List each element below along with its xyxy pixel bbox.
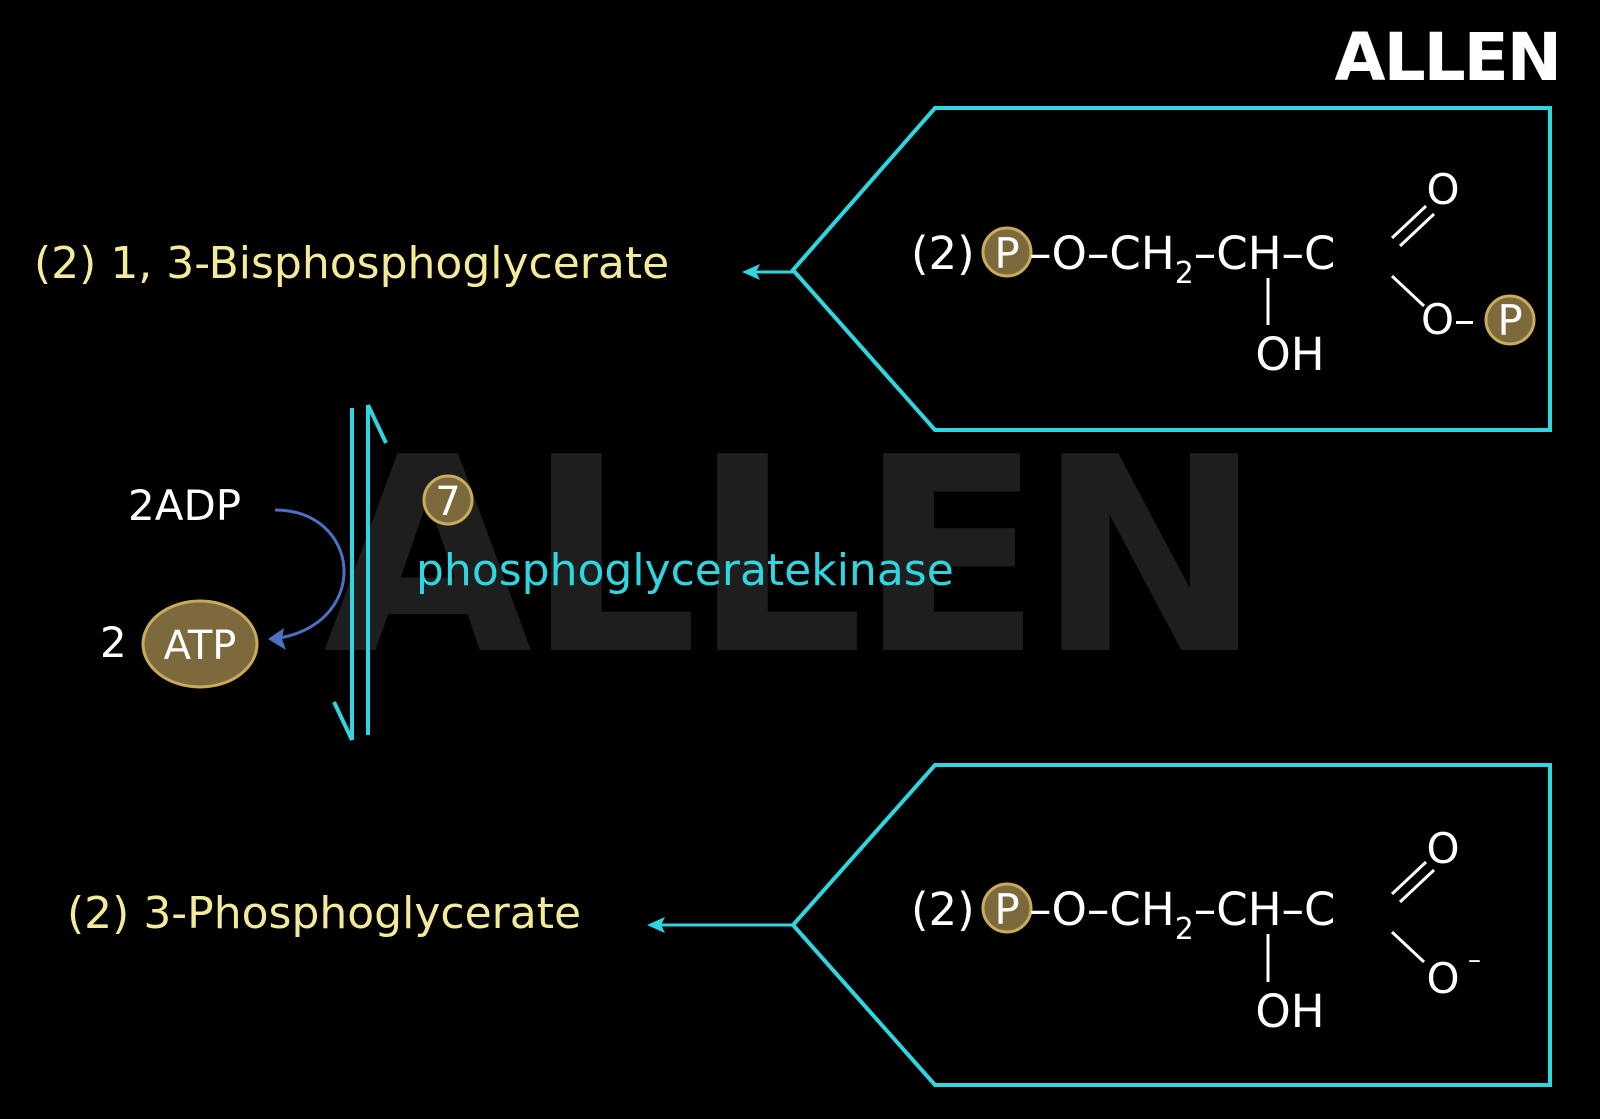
bottom-oh: OH [1255, 985, 1324, 1038]
bottom-single-bond [1390, 930, 1426, 964]
atp-ellipse [141, 599, 259, 689]
reverse-arrow-barb [366, 404, 388, 444]
top-structure-box [742, 106, 1552, 432]
bottom-structure: (2) P –O–CH2–CH–C OH O O – [911, 824, 1481, 1038]
top-ester-o: O– [1421, 295, 1475, 344]
reaction-arrows [332, 404, 388, 741]
top-double-bond-1 [1390, 204, 1428, 240]
product-atp: ATP [164, 623, 237, 669]
top-double-bond-2 [1398, 212, 1436, 248]
enzyme-name: phosphoglyceratekinase [416, 545, 954, 596]
adp-atp-curved-arrow [274, 508, 346, 640]
top-carbonyl-o: O [1426, 165, 1459, 214]
top-phosphate-label: P [994, 229, 1019, 278]
top-coefficient: (2) [911, 227, 975, 280]
bottom-phosphate-label: P [994, 885, 1019, 934]
top-single-bond [1390, 274, 1426, 308]
top-oh: OH [1255, 328, 1324, 381]
adp-atp-arrow-head [268, 628, 286, 650]
allen-logo: ALLEN [1334, 19, 1560, 96]
bottom-phosphate-circle [981, 882, 1033, 934]
watermark: ALLEN [323, 399, 1256, 714]
top-ester-phosphate-circle [1484, 294, 1536, 346]
top-structure: (2) P –O–CH2–CH–C OH O O– P [911, 165, 1536, 381]
bottom-compound-label: (2) 3-Phosphoglycerate [67, 888, 581, 939]
top-box-outline [790, 106, 1552, 432]
bottom-carboxylate-o: O [1426, 954, 1459, 1003]
bottom-negative-charge: – [1468, 945, 1481, 975]
top-ester-phosphate-label: P [1497, 296, 1522, 345]
top-phosphate-circle [981, 226, 1033, 278]
reactant-adp: 2ADP [128, 481, 241, 530]
step-number-circle [422, 474, 474, 526]
bottom-coefficient: (2) [911, 883, 975, 936]
bottom-carbonyl-o: O [1426, 824, 1459, 873]
top-chain-pre: –O–CH2–CH–C [1029, 227, 1335, 291]
step-number: 7 [435, 479, 460, 525]
bottom-double-bond-2 [1398, 868, 1436, 904]
top-compound-label: (2) 1, 3-Bisphosphoglycerate [34, 238, 669, 289]
forward-arrow-barb [332, 701, 354, 741]
bottom-double-bond-1 [1390, 860, 1428, 896]
bottom-chain-pre: –O–CH2–CH–C [1029, 883, 1335, 947]
bottom-box-outline [790, 763, 1552, 1087]
top-arrow-head [742, 264, 760, 280]
atp-coefficient: 2 [100, 618, 127, 667]
bottom-arrow-head [647, 917, 665, 933]
bottom-structure-box [647, 763, 1552, 1087]
